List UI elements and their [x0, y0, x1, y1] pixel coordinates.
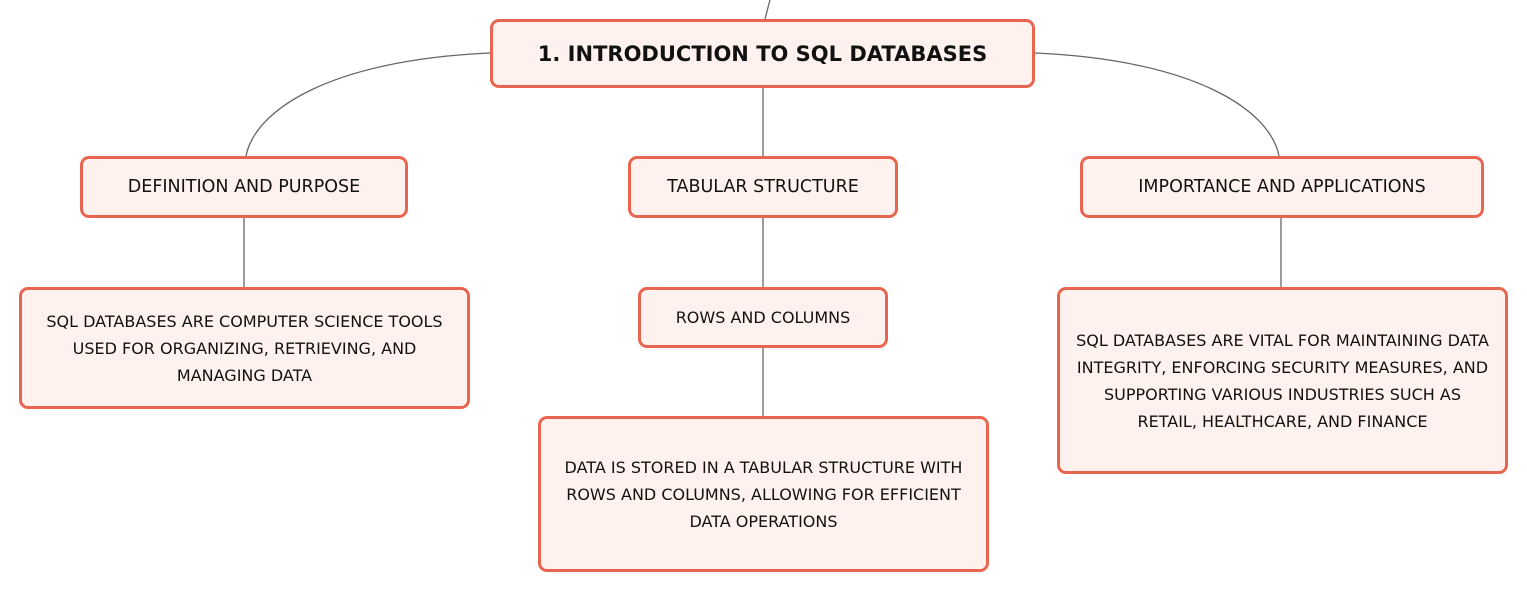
detail-node-tabular[interactable]: DATA IS STORED IN A TABULAR STRUCTURE WI…: [538, 416, 989, 572]
root-node[interactable]: 1. INTRODUCTION TO SQL DATABASES: [490, 19, 1035, 88]
detail-node-text: SQL DATABASES ARE COMPUTER SCIENCE TOOLS…: [46, 311, 443, 385]
topic-node-label: DEFINITION AND PURPOSE: [127, 177, 361, 197]
topic-node-tabular[interactable]: TABULAR STRUCTURE: [628, 156, 898, 218]
incoming-connector: [764, 0, 771, 20]
topic-node-definition[interactable]: DEFINITION AND PURPOSE: [80, 156, 408, 218]
connector-root-to-definition: [245, 52, 491, 157]
detail-node-definition[interactable]: SQL DATABASES ARE COMPUTER SCIENCE TOOLS…: [19, 287, 470, 409]
topic-node-label: TABULAR STRUCTURE: [667, 177, 859, 197]
subtopic-node-label: ROWS AND COLUMNS: [675, 308, 851, 327]
detail-node-text: DATA IS STORED IN A TABULAR STRUCTURE WI…: [564, 457, 963, 531]
subtopic-node-rows-columns[interactable]: ROWS AND COLUMNS: [638, 287, 888, 348]
connector-root-to-importance: [1034, 52, 1280, 157]
topic-node-label: IMPORTANCE AND APPLICATIONS: [1138, 177, 1426, 197]
root-node-label: 1. INTRODUCTION TO SQL DATABASES: [537, 41, 988, 66]
detail-node-text: SQL DATABASES ARE VITAL FOR MAINTAINING …: [1076, 330, 1489, 431]
topic-node-importance[interactable]: IMPORTANCE AND APPLICATIONS: [1080, 156, 1484, 218]
detail-node-importance[interactable]: SQL DATABASES ARE VITAL FOR MAINTAINING …: [1057, 287, 1508, 474]
